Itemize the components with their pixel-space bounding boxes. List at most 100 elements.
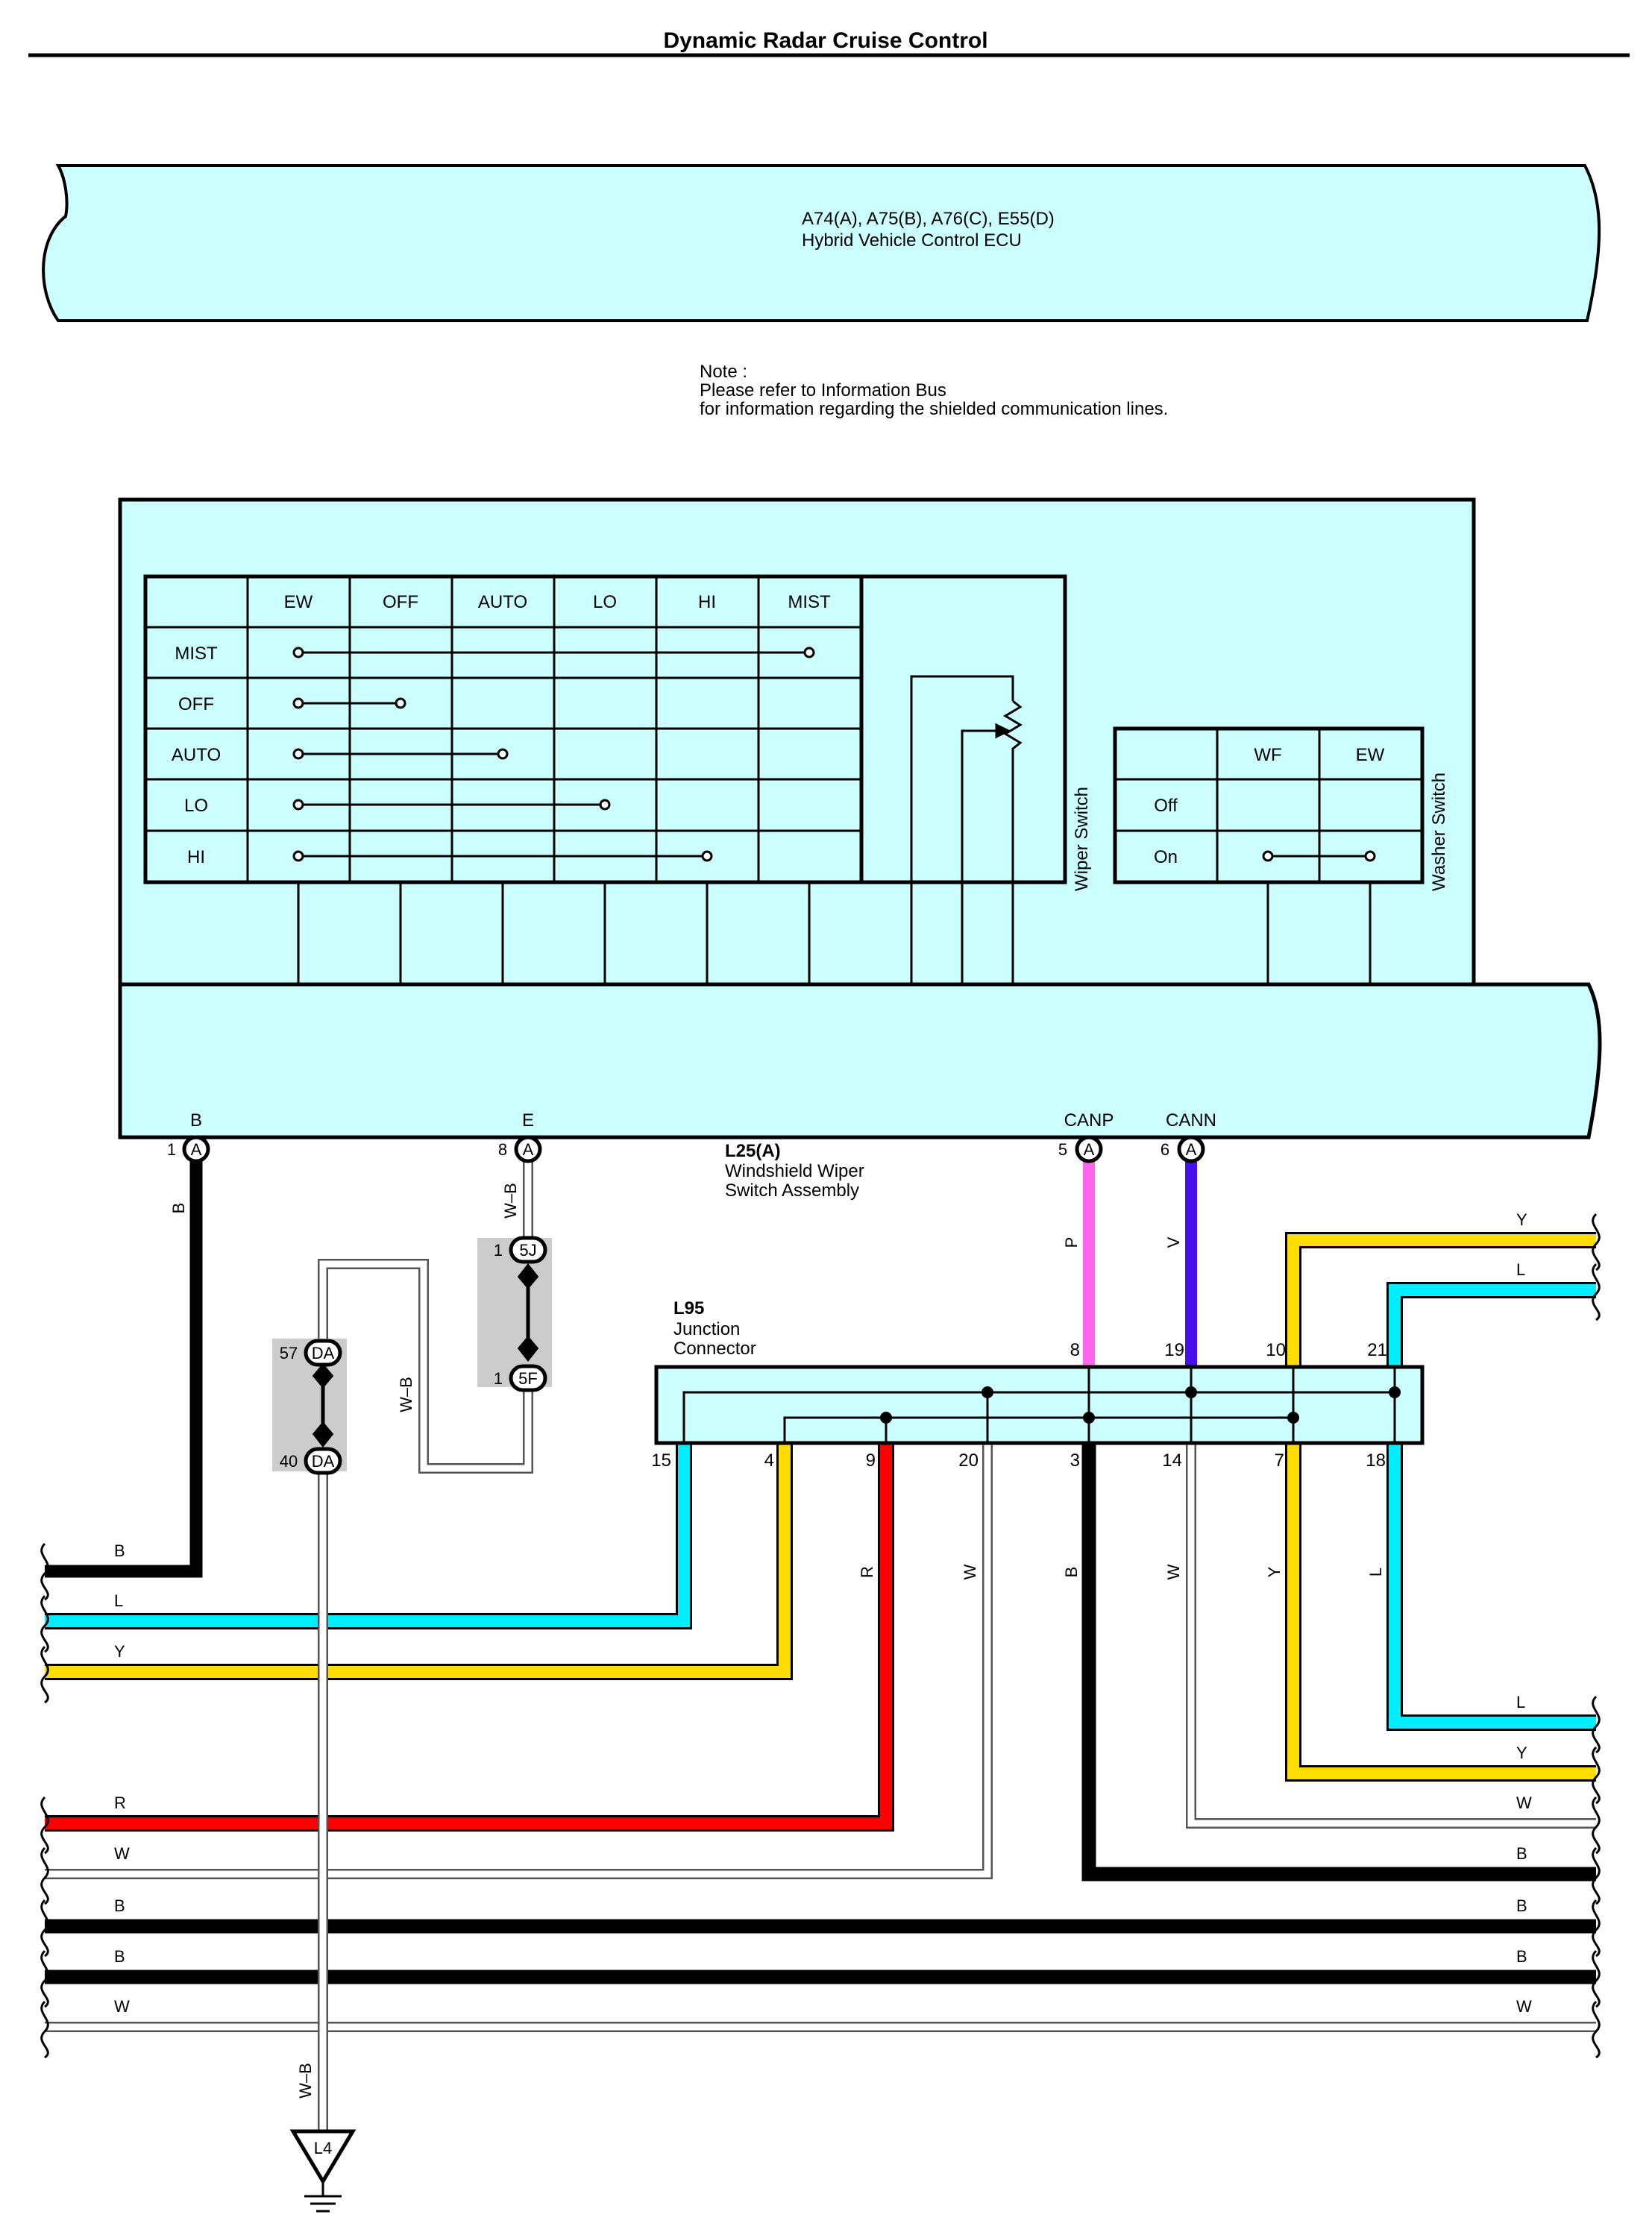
wire-label-r: R	[858, 1566, 876, 1578]
connector-5f-pin: 1	[494, 1369, 503, 1388]
connector-da-link	[312, 1363, 334, 1448]
junction-pin-3: 3	[1070, 1450, 1080, 1471]
wiper-col-hi: HI	[698, 592, 716, 612]
connector-5f: 5F 1	[494, 1364, 547, 1392]
terminal-1: A 1	[167, 1135, 210, 1163]
connector-5j: 5J 1	[494, 1236, 547, 1264]
terminal-1-pin: 1	[167, 1140, 176, 1159]
left-lead-w1: W	[114, 1844, 130, 1863]
wb-loop-wire-core	[319, 1260, 532, 1472]
wiper-continuity	[292, 647, 815, 862]
connector-da-40-pin: 40	[280, 1452, 298, 1471]
junction-pin-15: 15	[651, 1450, 671, 1471]
right-lead-y2: Y	[1516, 1744, 1527, 1762]
terminal-5-pin: 5	[1058, 1140, 1067, 1159]
right-lead-labels: Y L L Y W B B B W	[1516, 1210, 1532, 2016]
wiper-col-mist: MIST	[788, 592, 831, 612]
junction-connector	[654, 1365, 1425, 1445]
wiper-col-lo: LO	[593, 592, 617, 612]
wiper-row-off: OFF	[178, 694, 214, 714]
junction-splice-dots	[880, 1386, 1401, 1424]
junction-pin-19: 19	[1164, 1340, 1184, 1360]
terminal-5-conn: A	[1084, 1140, 1095, 1159]
washer-col-ew: EW	[1356, 745, 1385, 765]
note-line-1: Please refer to Information Bus	[700, 380, 946, 400]
wire-label-b: B	[169, 1203, 188, 1214]
wire-label-wb-lower: W–B	[296, 2063, 315, 2099]
wiper-row-headers: MIST OFF AUTO LO HI	[172, 644, 221, 867]
wire-label-w20: W	[961, 1564, 979, 1579]
washer-row-off: Off	[1154, 796, 1178, 816]
wiper-col-off: OFF	[383, 592, 418, 612]
left-lead-r: R	[114, 1794, 126, 1812]
junction-pin-18: 18	[1366, 1450, 1386, 1471]
connector-da-40: DA 40	[280, 1447, 342, 1475]
note-title: Note :	[700, 362, 747, 382]
ecu-name: Hybrid Vehicle Control ECU	[802, 230, 1022, 251]
wiper-col-auto: AUTO	[478, 592, 527, 612]
wire-label-w14: W	[1164, 1564, 1183, 1579]
junction-pin-8: 8	[1070, 1340, 1080, 1360]
switch-assembly-name-1: Windshield Wiper	[725, 1161, 864, 1181]
junction-pin-9: 9	[866, 1450, 876, 1471]
wiper-col-ew: EW	[284, 592, 313, 612]
left-break-marks	[40, 1542, 49, 2059]
junction-pin-7: 7	[1275, 1450, 1284, 1471]
junction-pin-20: 20	[958, 1450, 979, 1471]
junction-pin-14: 14	[1162, 1450, 1182, 1471]
ecu-code: A74(A), A75(B), A76(C), E55(D)	[802, 209, 1055, 229]
switch-assembly-upper	[118, 497, 1476, 987]
left-lead-b3: B	[114, 1947, 125, 1966]
connector-da-40-label: DA	[312, 1452, 335, 1471]
washer-switch-label: Washer Switch	[1429, 773, 1449, 891]
right-lead-b1: B	[1516, 1844, 1527, 1863]
left-lead-w2: W	[114, 1997, 130, 2016]
junction-name-2: Connector	[673, 1339, 756, 1359]
right-lead-l2: L	[1516, 1693, 1525, 1711]
connector-5j-pin: 1	[494, 1241, 503, 1260]
wiper-row-lo: LO	[184, 796, 208, 816]
terminal-name-cann: CANN	[1166, 1110, 1216, 1131]
switch-assembly-name-2: Switch Assembly	[725, 1181, 859, 1201]
wire-label-b3: B	[1062, 1567, 1081, 1578]
wiper-column-headers: EW OFF AUTO LO HI MIST	[284, 592, 831, 612]
terminal-8-conn: A	[523, 1140, 534, 1159]
connector-da-57-label: DA	[312, 1344, 335, 1362]
left-lead-labels: B L Y R W B B W	[114, 1541, 130, 2016]
connector-5j-label: 5J	[519, 1241, 536, 1260]
terminal-6-conn: A	[1186, 1140, 1197, 1159]
left-lead-b1: B	[114, 1541, 125, 1560]
left-lead-y: Y	[114, 1642, 125, 1661]
terminal-8: A 8	[498, 1135, 542, 1163]
left-lead-l: L	[114, 1591, 123, 1610]
wire-label-l18: L	[1366, 1568, 1385, 1577]
washer-col-wf: WF	[1254, 745, 1281, 765]
ground-symbol: L4	[289, 2129, 357, 2213]
wire-label-y7: Y	[1265, 1566, 1284, 1577]
terminal-8-pin: 8	[498, 1140, 507, 1159]
ground-label: L4	[314, 2139, 332, 2157]
wire-label-wb-upper: W–B	[501, 1183, 520, 1219]
connector-5j-5f-housing	[477, 1238, 552, 1387]
wire-color-labels: B W–B W–B W–B P V R W B W Y L	[169, 1183, 1385, 2099]
connector-da-57: DA 57	[280, 1339, 342, 1367]
terminal-5: A 5	[1058, 1135, 1103, 1163]
junction-pin-10: 10	[1266, 1340, 1286, 1360]
connector-5f-label: 5F	[518, 1369, 538, 1388]
right-lead-w2: W	[1516, 1997, 1532, 2016]
intermittent-resistor	[910, 675, 1023, 984]
wiper-row-hi: HI	[187, 847, 205, 867]
wire-label-v: V	[1164, 1236, 1183, 1248]
washer-row-on: On	[1154, 847, 1178, 867]
terminal-6: A 6	[1161, 1135, 1205, 1163]
switch-assembly-lower	[118, 982, 1602, 1139]
connector-5j-5f-link	[517, 1263, 539, 1362]
wire-label-p: P	[1062, 1237, 1081, 1248]
note-line-2: for information regarding the shielded c…	[700, 399, 1168, 419]
right-lead-l1: L	[1516, 1260, 1525, 1279]
wire-label-wb-loop: W–B	[397, 1377, 415, 1412]
switch-assembly-code: L25(A)	[725, 1141, 781, 1161]
washer-continuity	[1262, 850, 1376, 984]
wiper-row-auto: AUTO	[172, 745, 221, 765]
right-lead-y1: Y	[1516, 1210, 1527, 1229]
